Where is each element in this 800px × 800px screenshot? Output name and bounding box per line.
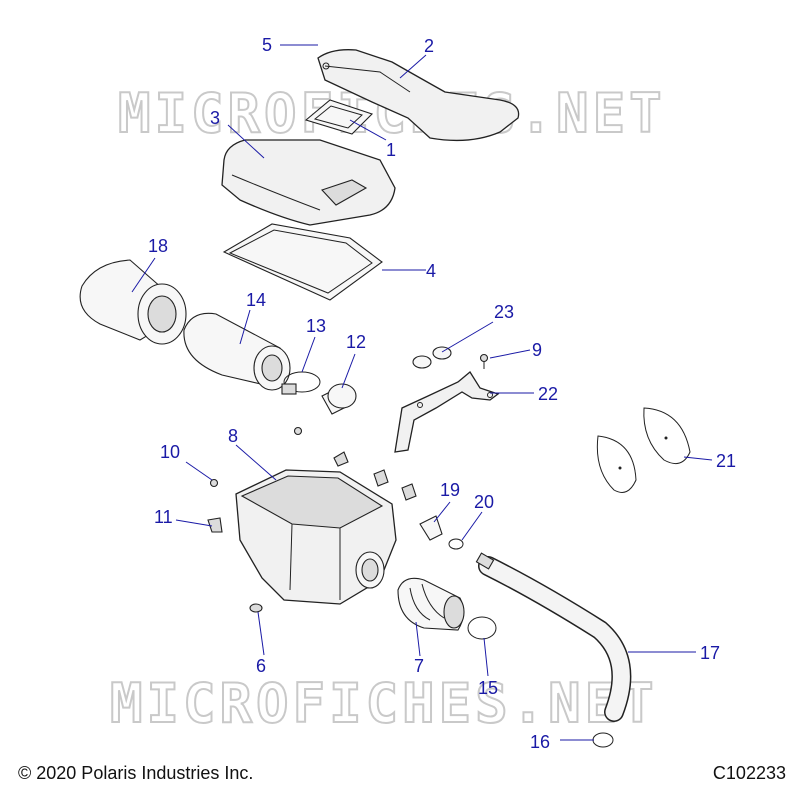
- part-16-clamp: [592, 732, 614, 748]
- callout-15: 15: [478, 678, 498, 698]
- callout-2: 2: [424, 36, 434, 56]
- callout-19: 19: [440, 480, 460, 500]
- part-9-screw: [479, 353, 489, 369]
- part-3-cover: [221, 139, 396, 226]
- part-1-seal: [304, 99, 374, 135]
- callout-17: 17: [700, 643, 720, 663]
- part-14-filter: [183, 312, 291, 391]
- part-8-airbox: [235, 469, 397, 605]
- callouts: 1 2 3 4 5 6 7 8 9 10 11 12 13 14 15 16 1…: [148, 35, 736, 752]
- callout-11: 11: [154, 507, 173, 527]
- callout-9: 9: [532, 340, 542, 360]
- part-7-boot: [397, 577, 465, 631]
- part-4-gasket: [222, 223, 383, 301]
- callout-21: 21: [716, 451, 736, 471]
- part-18-prefilter: [79, 259, 187, 345]
- diagram-id: C102233: [712, 763, 786, 783]
- callout-22: 22: [538, 384, 558, 404]
- callout-7: 7: [414, 656, 424, 676]
- watermark-bottom: MICROFICHES.NET: [110, 672, 658, 735]
- callout-18: 18: [148, 236, 168, 256]
- part-2-intake-duct: [317, 49, 520, 142]
- part-12-coupler: [321, 383, 357, 415]
- fastener-screws: [207, 426, 417, 613]
- leader-lines: [131, 44, 713, 741]
- callout-23: 23: [494, 302, 514, 322]
- callout-1: 1: [386, 140, 396, 160]
- callout-3: 3: [210, 108, 220, 128]
- part-22-bracket: [394, 371, 500, 453]
- callout-13: 13: [306, 316, 326, 336]
- callout-16: 16: [530, 732, 550, 752]
- callout-6: 6: [256, 656, 266, 676]
- callout-8: 8: [228, 426, 238, 446]
- callout-4: 4: [426, 261, 436, 281]
- callout-5: 5: [262, 35, 272, 55]
- part-19-fitting: [419, 515, 443, 541]
- callout-20: 20: [474, 492, 494, 512]
- part-17-hose: [475, 552, 632, 722]
- callout-10: 10: [160, 442, 180, 462]
- part-15-clamp: [467, 616, 497, 640]
- part-20-clamp: [448, 538, 464, 550]
- copyright-text: © 2020 Polaris Industries Inc.: [18, 763, 254, 783]
- part-23-plugs: [412, 346, 452, 369]
- part-21-gaskets: [596, 407, 691, 493]
- callout-14: 14: [246, 290, 266, 310]
- callout-12: 12: [346, 332, 366, 352]
